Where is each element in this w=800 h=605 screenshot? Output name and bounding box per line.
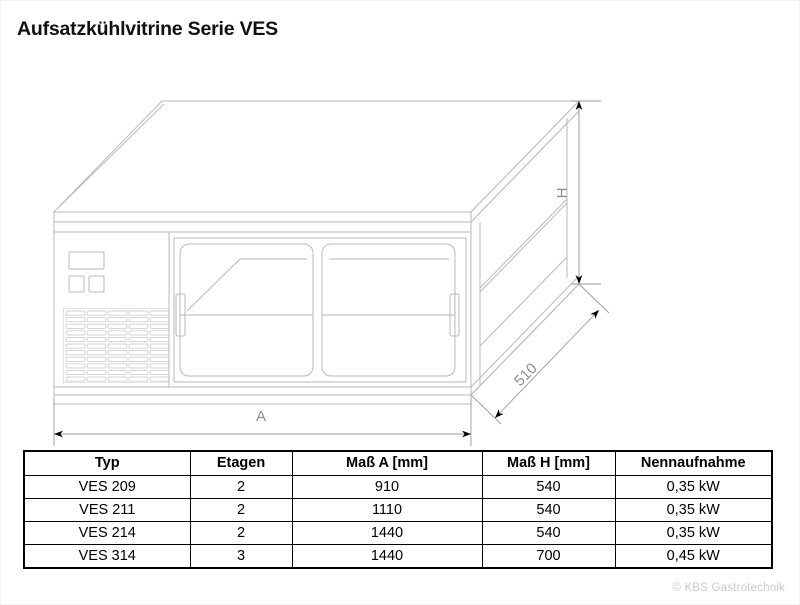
table-row: VES 211 2 1110 540 0,35 kW	[23, 498, 773, 522]
technical-drawing: A H 510	[1, 56, 799, 446]
ventilation-grille	[63, 308, 173, 383]
control-button-right	[88, 275, 105, 293]
ext-line-depth-near	[470, 394, 502, 425]
dimension-label-depth: 510	[511, 360, 541, 390]
control-display	[68, 251, 105, 270]
table-row: VES 314 3 1440 700 0,45 kW	[23, 544, 773, 569]
dimension-label-h: H	[554, 188, 571, 199]
cell-typ: VES 314	[23, 544, 191, 569]
col-header-mass-h: Maß H [mm]	[481, 450, 616, 476]
cell-mass-h: 700	[481, 544, 616, 569]
ext-line-depth-far	[578, 283, 610, 314]
cell-typ: VES 214	[23, 521, 191, 545]
spec-table-container: Typ Etagen Maß A [mm] Maß H [mm] Nennauf…	[23, 450, 773, 569]
cell-etagen: 2	[189, 475, 293, 499]
dimension-h: H	[554, 100, 601, 285]
col-header-nennaufnahme: Nennaufnahme	[614, 450, 773, 476]
cell-mass-h: 540	[481, 521, 616, 545]
table-header-row: Typ Etagen Maß A [mm] Maß H [mm] Nennauf…	[23, 450, 773, 476]
cell-etagen: 2	[189, 521, 293, 545]
cell-nennaufnahme: 0,45 kW	[614, 544, 773, 569]
cell-mass-a: 1440	[291, 544, 483, 569]
dimension-label-a: A	[256, 408, 266, 425]
dimension-a: A	[53, 399, 472, 446]
cell-mass-h: 540	[481, 498, 616, 522]
cell-mass-a: 910	[291, 475, 483, 499]
cell-mass-a: 1440	[291, 521, 483, 545]
cell-mass-a: 1110	[291, 498, 483, 522]
drawing-canvas: A H 510	[52, 99, 610, 446]
cell-etagen: 3	[189, 544, 293, 569]
left-door-handle	[175, 293, 186, 337]
left-sliding-door[interactable]	[175, 243, 314, 377]
cell-mass-h: 540	[481, 475, 616, 499]
right-door-handle	[449, 293, 460, 337]
table-row: VES 209 2 910 540 0,35 kW	[23, 475, 773, 499]
col-header-mass-a: Maß A [mm]	[291, 450, 483, 476]
table-row: VES 214 2 1440 540 0,35 kW	[23, 521, 773, 545]
cell-typ: VES 209	[23, 475, 191, 499]
cell-nennaufnahme: 0,35 kW	[614, 475, 773, 499]
cell-etagen: 2	[189, 498, 293, 522]
spec-table: Typ Etagen Maß A [mm] Maß H [mm] Nennauf…	[23, 450, 773, 569]
control-button-left	[68, 275, 85, 293]
top-slab	[52, 99, 581, 224]
cell-typ: VES 211	[23, 498, 191, 522]
dim-line-depth	[494, 309, 600, 419]
page-title: Aufsatzkühlvitrine Serie VES	[17, 18, 278, 40]
control-panel	[68, 251, 105, 293]
col-header-etagen: Etagen	[189, 450, 293, 476]
cell-nennaufnahme: 0,35 kW	[614, 521, 773, 545]
col-header-typ: Typ	[23, 450, 191, 476]
right-sliding-door[interactable]	[321, 243, 460, 377]
cell-nennaufnahme: 0,35 kW	[614, 498, 773, 522]
copyright-credit: © KBS Gastrotechnik	[672, 582, 785, 594]
